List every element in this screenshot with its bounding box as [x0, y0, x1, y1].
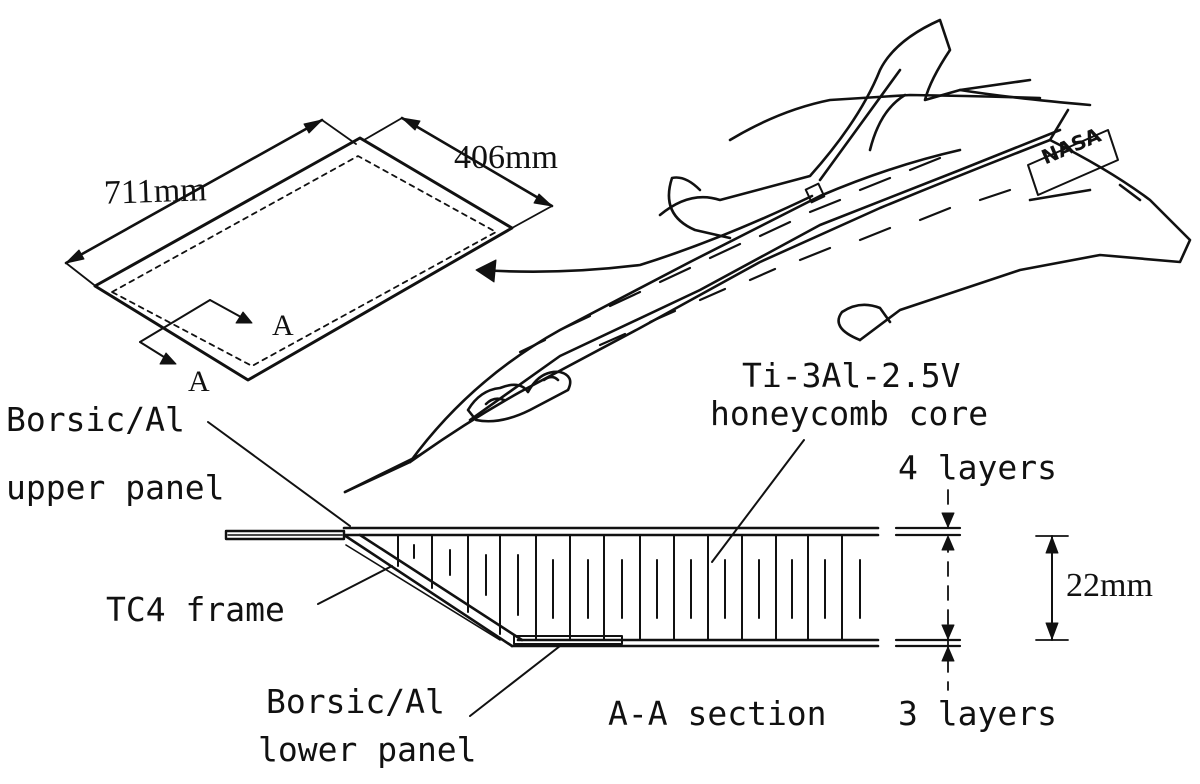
section-title: A-A section	[608, 694, 827, 733]
thickness-label: 22mm	[1066, 567, 1153, 604]
lower-layers-label: 3 layers	[898, 694, 1057, 733]
aircraft-illustration	[343, 18, 1192, 494]
core-label-line1: Ti-3Al-2.5V	[742, 356, 961, 395]
leader-lower-panel	[469, 645, 561, 717]
panel-plan-view	[64, 116, 554, 382]
upper-layers-label: 4 layers	[898, 448, 1057, 487]
upper-panel-label-line1: Borsic/Al	[6, 400, 185, 439]
leader-tc4-frame	[317, 565, 393, 605]
section-mark-upper: A	[272, 309, 294, 342]
section-mark-lower: A	[188, 365, 210, 398]
core-label-line2: honeycomb core	[710, 394, 989, 433]
section-aa-drawing	[207, 421, 1069, 717]
upper-panel-label-line2: upper panel	[6, 468, 225, 507]
dimension-line-406	[400, 116, 554, 208]
dimension-line-711	[64, 118, 324, 265]
tc4-frame-label: TC4 frame	[106, 590, 285, 629]
lower-panel-label-line2: lower panel	[258, 730, 477, 769]
leader-upper-panel	[207, 421, 351, 527]
panel-width-label: 406mm	[454, 139, 558, 176]
panel-length-label: 711mm	[103, 171, 208, 212]
lower-panel-label-line1: Borsic/Al	[266, 682, 445, 721]
leader-honeycomb	[711, 439, 805, 563]
